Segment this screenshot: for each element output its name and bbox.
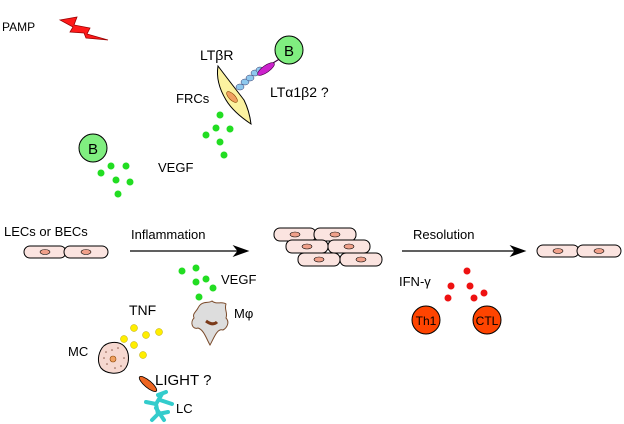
cell-nucleus <box>552 248 564 254</box>
frc-nucleus <box>226 91 238 103</box>
ifng-dots <box>444 267 488 302</box>
th1-label: Th1 <box>416 314 437 328</box>
b-cell-top <box>274 35 304 65</box>
endothelial-cells-initial <box>23 245 109 259</box>
pamp-label: PAMP <box>2 20 35 34</box>
vegf-top-label: VEGF <box>158 160 193 175</box>
lecs-label: LECs or BECs <box>4 224 88 239</box>
ltab-ligand <box>257 62 275 76</box>
vegf-dots-b <box>97 162 134 198</box>
light-ligand <box>138 376 158 392</box>
inflammation-label: Inflammation <box>131 227 205 242</box>
b-cell-left <box>78 133 108 163</box>
endothelial-cells-proliferated <box>273 227 383 267</box>
ltbr-label: LTβR <box>200 47 233 63</box>
macrophage-label: Mφ <box>234 306 253 321</box>
ltab-label: LTα1β2 ? <box>270 84 329 100</box>
cell-nucleus <box>593 248 605 254</box>
ctl-cell <box>472 305 502 335</box>
frcs-label: FRCs <box>176 91 210 106</box>
vegf-mid-label: VEGF <box>221 272 256 287</box>
cell-nucleus <box>289 231 301 238</box>
vegf-dots-frc <box>202 111 234 159</box>
cell-nucleus <box>80 249 92 255</box>
cell-nucleus <box>343 243 355 250</box>
th1-cell <box>411 305 441 335</box>
ctl-label: CTL <box>476 314 499 328</box>
mast-cell-granules <box>103 347 125 369</box>
cell-nucleus <box>39 249 51 255</box>
langerhans-cell <box>144 390 174 422</box>
tnf-label: TNF <box>129 302 156 318</box>
b-cell-top-label: B <box>284 43 294 60</box>
tnf-dots <box>120 324 163 359</box>
vegf-dots-macrophage <box>178 264 217 301</box>
b-cell-left-label: B <box>88 141 98 158</box>
cell-nucleus <box>355 256 367 263</box>
endothelial-cells-resolved <box>536 244 622 258</box>
cell-nucleus <box>313 256 325 263</box>
pamp-lightning-icon <box>58 16 109 41</box>
lc-label: LC <box>176 401 193 416</box>
resolution-label: Resolution <box>413 227 474 242</box>
cell-nucleus <box>301 243 313 250</box>
light-label: LIGHT ? <box>155 372 211 389</box>
mc-label: MC <box>68 344 88 359</box>
ifng-label: IFN-γ <box>399 274 431 289</box>
cell-nucleus <box>329 231 341 238</box>
